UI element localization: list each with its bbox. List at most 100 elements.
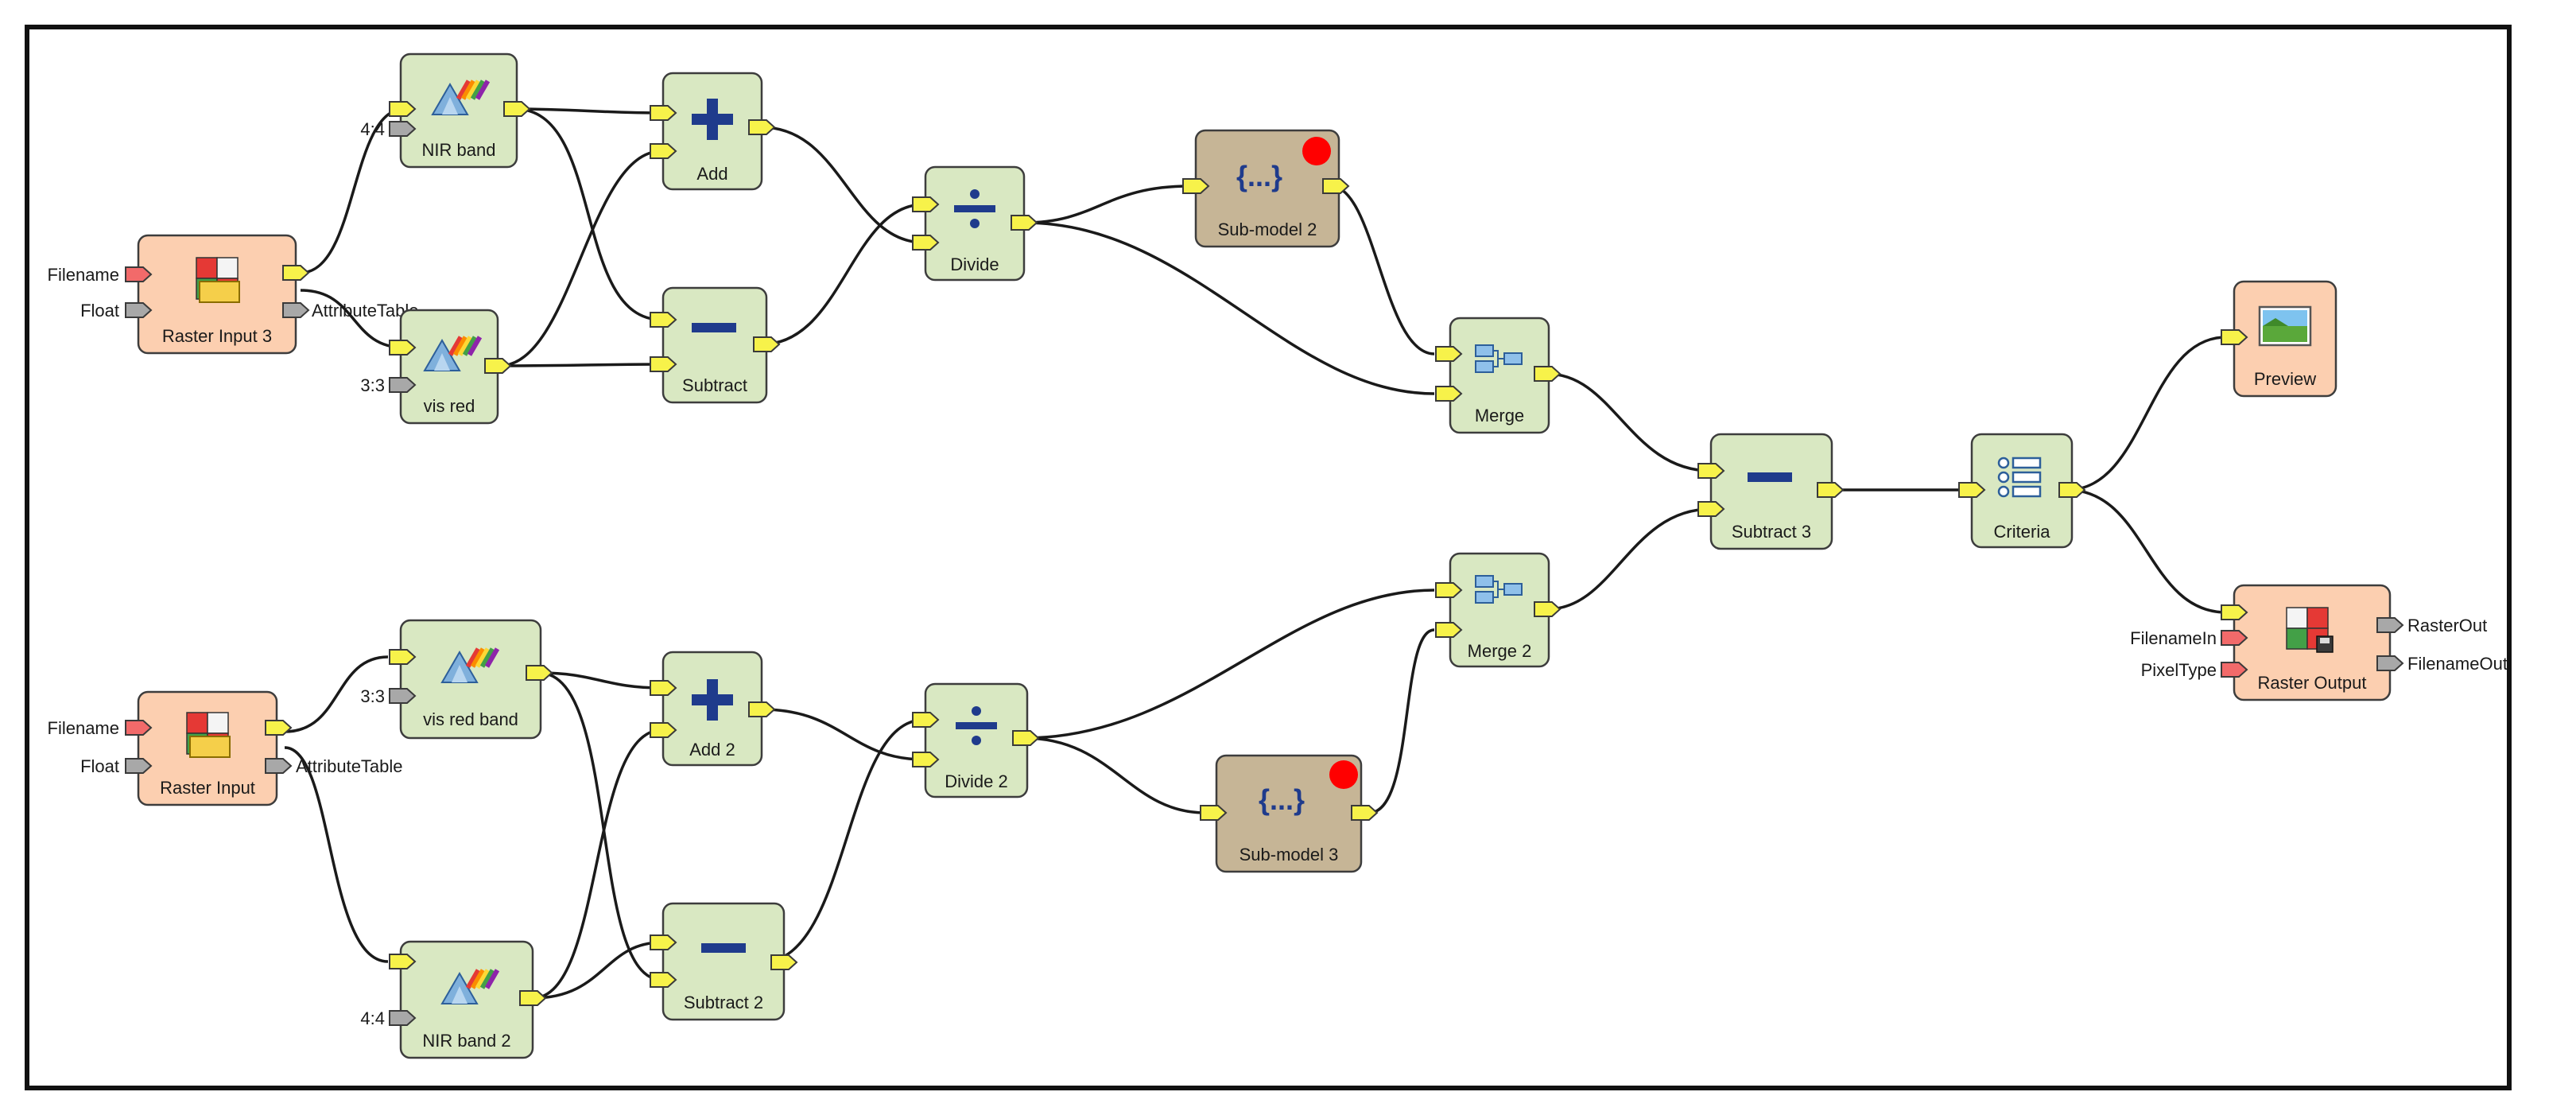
node-criteria[interactable]: Criteria <box>1958 433 2086 549</box>
port-output[interactable] <box>1012 730 1040 746</box>
criteria-list-icon <box>1997 457 2042 498</box>
port-input[interactable] <box>1958 482 1986 498</box>
node-sub-model-3[interactable]: {...} Sub-model 3 <box>1200 754 1379 873</box>
port-filename-in[interactable] <box>2221 630 2248 646</box>
port-input-1[interactable] <box>650 312 677 328</box>
port-input-2[interactable] <box>1435 386 1463 402</box>
node-nir-band-2[interactable]: NIR band 2 4:4 <box>360 940 547 1059</box>
port-input-1[interactable] <box>1697 463 1725 479</box>
port-dividend[interactable] <box>912 196 940 212</box>
port-filename-out[interactable] <box>2376 655 2404 671</box>
port-output[interactable] <box>1817 482 1845 498</box>
port-band-selection[interactable] <box>389 1010 417 1026</box>
port-output[interactable] <box>1351 805 1379 821</box>
wire-merge2-subtract3 <box>1546 507 1712 611</box>
node-sub-model-2[interactable]: {...} Sub-model 2 <box>1182 129 1350 248</box>
port-output[interactable] <box>2058 482 2086 498</box>
node-subtract[interactable]: Subtract <box>650 286 781 404</box>
wire-divide2-merge2 <box>1023 589 1435 740</box>
node-divide[interactable]: Divide <box>912 165 1038 282</box>
port-output[interactable] <box>748 701 776 717</box>
port-output[interactable] <box>503 101 531 117</box>
port-input-2[interactable] <box>1697 501 1725 517</box>
node-nir-band[interactable]: NIR band 4:4 <box>360 52 531 169</box>
port-output[interactable] <box>770 954 798 970</box>
port-input-2[interactable] <box>650 143 677 159</box>
port-input-2[interactable] <box>650 356 677 372</box>
port-attribute-table[interactable] <box>265 758 293 774</box>
port-attribute-table[interactable] <box>282 302 310 318</box>
port-output[interactable] <box>748 119 776 135</box>
port-input-1[interactable] <box>1435 582 1463 598</box>
port-input-1[interactable] <box>650 934 677 950</box>
node-subtract-2[interactable]: Subtract 2 <box>650 902 798 1021</box>
port-float[interactable] <box>125 758 153 774</box>
node-label: NIR band 2 <box>422 1031 510 1051</box>
node-label: Raster Output <box>2258 673 2367 693</box>
port-output[interactable] <box>484 358 512 374</box>
node-raster-input-3[interactable]: Raster Input 3 Filename Float AttributeT… <box>48 234 419 355</box>
port-input-raster[interactable] <box>389 649 417 665</box>
port-label-band-value: 3:3 <box>360 375 385 395</box>
port-output-raster[interactable] <box>282 265 310 281</box>
port-pixel-type[interactable] <box>2221 662 2248 678</box>
port-band-selection[interactable] <box>389 377 417 393</box>
port-input[interactable] <box>2221 329 2248 345</box>
node-merge[interactable]: Merge <box>1435 317 1562 434</box>
wire-raster-input-nirband2 <box>284 746 389 963</box>
port-output[interactable] <box>753 336 781 352</box>
node-subtract-3[interactable]: Subtract 3 <box>1697 433 1845 550</box>
port-band-selection[interactable] <box>389 121 417 137</box>
port-output[interactable] <box>1011 215 1038 231</box>
port-input-raster[interactable] <box>389 954 417 969</box>
node-label: Subtract 2 <box>684 993 763 1012</box>
port-input-1[interactable] <box>1435 346 1463 362</box>
port-input[interactable] <box>1200 805 1228 821</box>
port-output-raster[interactable] <box>265 720 293 736</box>
port-filename[interactable] <box>125 720 153 736</box>
node-label: Merge <box>1475 406 1524 425</box>
node-divide-2[interactable]: Divide 2 <box>912 682 1040 798</box>
port-input[interactable] <box>1182 178 1210 194</box>
port-dividend[interactable] <box>912 712 940 728</box>
port-output[interactable] <box>1322 178 1350 194</box>
node-vis-red[interactable]: vis red 3:3 <box>360 309 512 425</box>
minus-icon <box>692 323 736 332</box>
node-raster-input[interactable]: Raster Input Filename Float AttributeTab… <box>48 690 403 806</box>
port-float[interactable] <box>125 302 153 318</box>
port-input-raster[interactable] <box>389 340 417 356</box>
port-label-band-value: 4:4 <box>360 119 385 139</box>
wire-visredband-add2 <box>538 671 662 690</box>
wire-divide-submodel2 <box>1023 185 1190 224</box>
node-add-2[interactable]: Add 2 <box>650 651 776 767</box>
port-input-2[interactable] <box>1435 622 1463 638</box>
node-add[interactable]: Add <box>650 72 776 191</box>
port-output[interactable] <box>526 665 553 681</box>
port-divisor[interactable] <box>912 752 940 767</box>
port-output[interactable] <box>1534 366 1562 382</box>
raster-output-icon <box>2286 607 2334 653</box>
port-raster-out[interactable] <box>2376 617 2404 633</box>
port-label-float: Float <box>80 301 119 321</box>
node-label: Subtract <box>682 375 747 395</box>
port-input-1[interactable] <box>650 105 677 121</box>
node-preview[interactable]: Preview <box>2221 280 2337 398</box>
port-filename[interactable] <box>125 266 153 282</box>
port-input-2[interactable] <box>650 722 677 738</box>
port-input-raster[interactable] <box>2221 604 2248 620</box>
node-label: Raster Input <box>160 778 255 798</box>
port-output[interactable] <box>519 990 547 1006</box>
submodel-braces-icon: {...} <box>1259 783 1305 816</box>
port-input-1[interactable] <box>650 680 677 696</box>
port-output[interactable] <box>1534 601 1562 617</box>
port-input-2[interactable] <box>650 972 677 988</box>
node-vis-red-band[interactable]: vis red band 3:3 <box>360 619 553 740</box>
wire-raster-input-visredband <box>284 655 389 733</box>
port-input-raster[interactable] <box>389 101 417 117</box>
port-band-selection[interactable] <box>389 688 417 704</box>
node-merge-2[interactable]: Merge 2 <box>1435 552 1562 668</box>
node-raster-output[interactable]: Raster Output FilenameIn PixelType Raste… <box>2130 584 2508 701</box>
port-divisor[interactable] <box>912 235 940 251</box>
